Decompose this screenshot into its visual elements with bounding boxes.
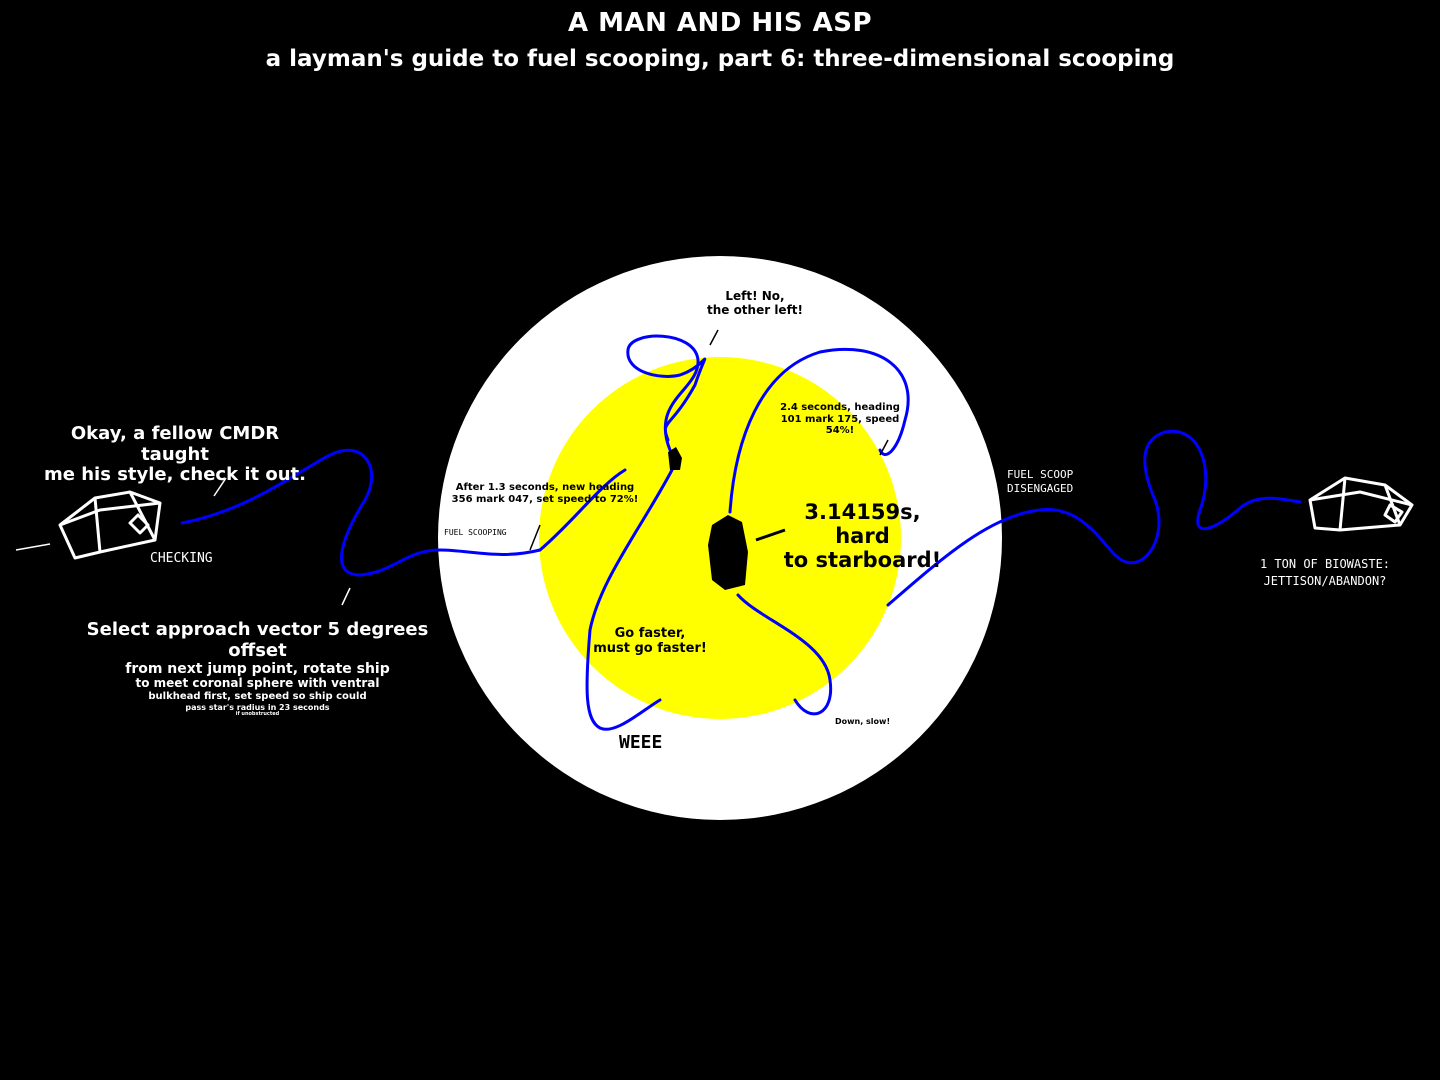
speech-line: After 1.3 seconds, new heading — [455, 482, 635, 493]
instruction-line: Select approach vector 5 degrees offset — [86, 619, 429, 661]
instruction-line: bulkhead first, set speed so ship could — [148, 691, 367, 703]
biowaste-prompt: 1 TON OF BIOWASTE: JETTISON/ABANDON? — [1225, 556, 1425, 590]
path-bottom-right — [736, 593, 833, 716]
instructions-block: Select approach vector 5 degrees offset … — [70, 619, 445, 718]
after-24-speech: 2.4 seconds, heading 101 mark 175, speed… — [765, 402, 915, 437]
speech-pointers — [15, 477, 351, 606]
small-ship-icon — [668, 447, 682, 470]
status-checking: CHECKING — [150, 551, 213, 566]
hard-starboard-speech: 3.14159s, hard to starboard! — [775, 500, 950, 572]
weee-label: WEEE — [619, 732, 663, 753]
instruction-line: if unobstructed — [235, 710, 280, 717]
asp-ship-right-icon — [1308, 476, 1414, 532]
path-left-loop-up — [626, 334, 707, 452]
down-slow-speech: Down, slow! — [835, 717, 891, 726]
path-down-left — [585, 468, 674, 731]
instruction-line: to meet coronal sphere with ventral — [135, 676, 380, 691]
speech-line: Go faster, — [614, 626, 686, 641]
speech-line: Left! No, — [725, 289, 785, 303]
large-ship-icon — [708, 515, 748, 590]
path-approach — [180, 448, 542, 577]
after-13-speech: After 1.3 seconds, new heading 356 mark … — [450, 482, 640, 505]
page-title: A MAN AND HIS ASP — [567, 8, 873, 38]
speech-line: 3.14159s, hard — [804, 500, 921, 549]
fuel-scoop-disengaged: FUEL SCOOP DISENGAGED — [1007, 468, 1073, 497]
speech-line: must go faster! — [593, 640, 707, 656]
speech-line: 2.4 seconds, heading — [780, 402, 900, 413]
ship-silhouettes — [668, 447, 748, 590]
speech-line: 356 mark 047, set speed to 72%! — [451, 493, 639, 505]
prompt-line: JETTISON/ABANDON? — [1263, 573, 1387, 588]
cmdr-speech: Okay, a fellow CMDR taught me his style,… — [40, 423, 310, 486]
speech-line: 101 mark 175, speed 54%! — [780, 413, 900, 437]
status-line: DISENGAGED — [1007, 482, 1074, 496]
path-exit — [886, 429, 1302, 607]
instruction-line: from next jump point, rotate ship — [125, 661, 390, 678]
asp-ship-left-icon — [58, 490, 162, 560]
fuel-scooping-label: FUEL SCOOPING — [444, 528, 507, 537]
left-no-speech: Left! No, the other left! — [690, 289, 820, 318]
flight-path — [180, 334, 1302, 731]
path-to-top-loop — [538, 468, 627, 552]
speech-line: to starboard! — [783, 548, 942, 573]
go-faster-speech: Go faster, must go faster! — [590, 626, 710, 657]
prompt-line: 1 TON OF BIOWASTE: — [1259, 557, 1391, 571]
path-right-loop — [728, 347, 910, 514]
speech-line: Okay, a fellow CMDR taught — [70, 423, 280, 465]
status-line: FUEL SCOOP — [1007, 468, 1074, 481]
page-subtitle: a layman's guide to fuel scooping, part … — [265, 46, 1175, 72]
instruction-line: pass star's radius in 23 seconds — [185, 702, 330, 712]
speech-pointers-dark — [529, 329, 889, 551]
speech-line: me his style, check it out. — [44, 464, 306, 486]
speech-line: the other left! — [706, 302, 804, 317]
